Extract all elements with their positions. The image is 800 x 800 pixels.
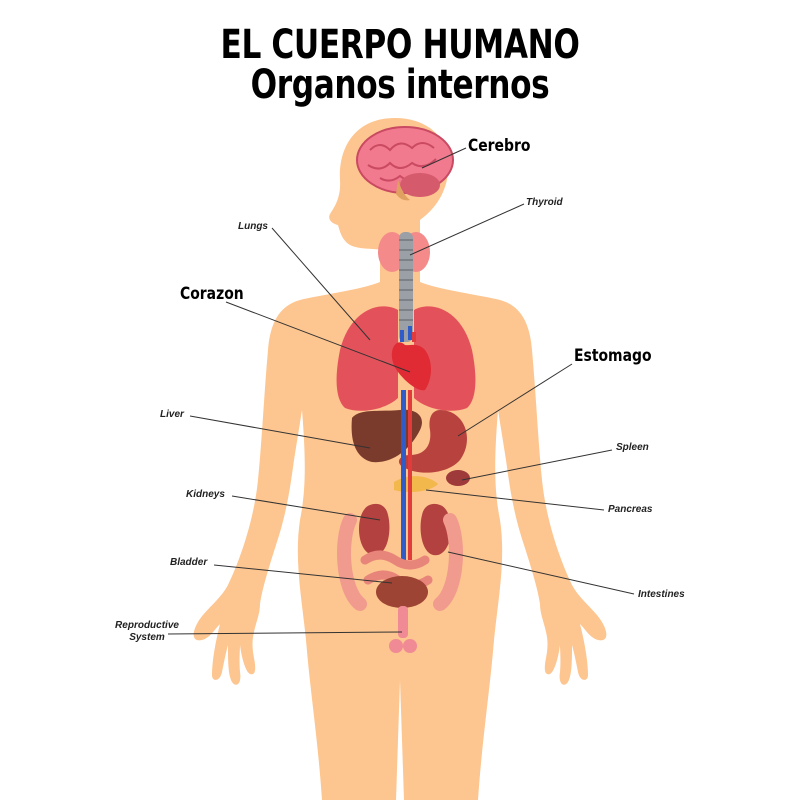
label-heart: Corazon — [180, 284, 244, 304]
lungs-organ — [336, 306, 476, 411]
page-title: EL CUERPO HUMANO — [220, 22, 580, 68]
heart-organ — [391, 326, 432, 391]
pointer-line-stomach — [457, 363, 573, 437]
pointer-line-intestines — [447, 551, 635, 595]
label-kidneys: Kidneys — [186, 489, 225, 500]
pointer-line-liver — [189, 415, 371, 449]
label-brain: Cerebro — [468, 136, 531, 156]
label-pancreas: Pancreas — [608, 504, 653, 515]
spleen-organ — [446, 470, 470, 486]
label-stomach: Estomago — [574, 346, 652, 366]
pointer-line-thyroid — [409, 203, 525, 256]
label-bladder: Bladder — [170, 557, 208, 568]
pointer-line-brain — [421, 147, 467, 169]
label-lungs: Lungs — [238, 221, 268, 232]
reproductive-organ — [389, 606, 417, 653]
stomach-organ — [398, 410, 468, 473]
label-reproductive: Reproductive System — [108, 620, 186, 644]
kidneys-organ — [358, 503, 452, 556]
page-subtitle: Organos internos — [250, 62, 550, 108]
label-liver: Liver — [160, 409, 184, 420]
pointer-line-lungs — [271, 227, 371, 341]
label-reproductive-line1: Reproductive — [115, 620, 179, 631]
label-intestines: Intestines — [638, 589, 685, 600]
pointer-line-heart — [225, 301, 411, 373]
pointer-line-bladder — [213, 564, 393, 584]
label-spleen: Spleen — [616, 442, 649, 453]
label-reproductive-line2: System — [129, 632, 165, 643]
pointer-line-spleen — [461, 449, 613, 481]
brain-organ — [356, 126, 454, 201]
blood-vessels — [401, 390, 412, 560]
pointer-line-kidneys — [231, 495, 381, 521]
pointer-lines — [167, 147, 635, 635]
pointer-line-pancreas — [425, 489, 605, 511]
label-thyroid: Thyroid — [526, 197, 563, 208]
trachea — [399, 232, 413, 342]
bladder-organ — [376, 576, 428, 608]
pointer-line-reproductive — [167, 631, 403, 635]
